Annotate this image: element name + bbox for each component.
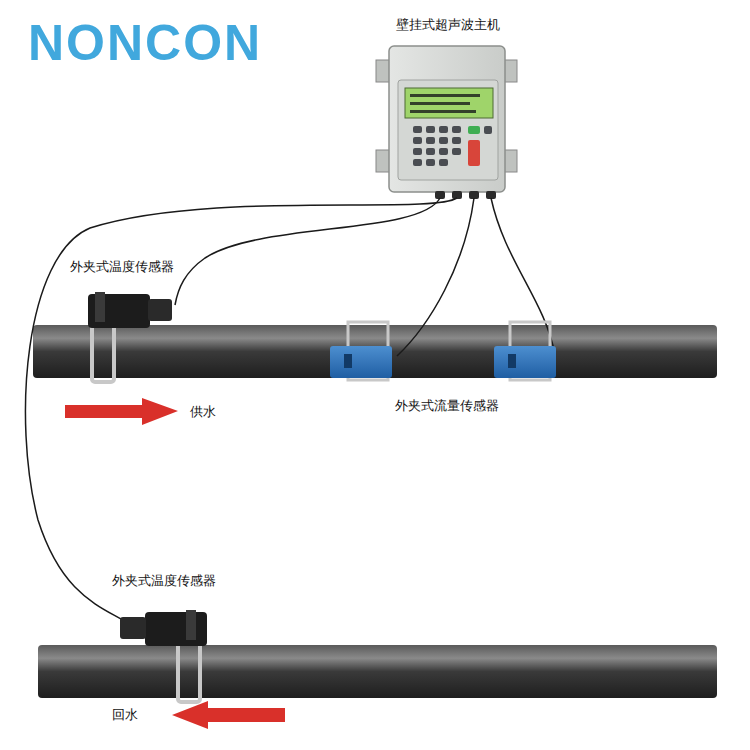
host-unit (376, 46, 517, 199)
temperature-sensor (120, 610, 207, 702)
brand-logo: NONCON (28, 16, 262, 70)
flow-sensor (330, 322, 556, 380)
flow-label: 供水 (188, 404, 218, 420)
sensor-label: 外夹式温度传感器 (68, 259, 176, 275)
sensor-label: 外夹式温度传感器 (110, 573, 218, 589)
flow-label: 回水 (110, 707, 140, 723)
cable (25, 198, 555, 622)
flow-arrow (65, 398, 285, 729)
host-label: 壁挂式超声波主机 (394, 17, 502, 33)
sensor-label: 外夹式流量传感器 (393, 398, 501, 414)
temperature-sensor (88, 292, 172, 382)
